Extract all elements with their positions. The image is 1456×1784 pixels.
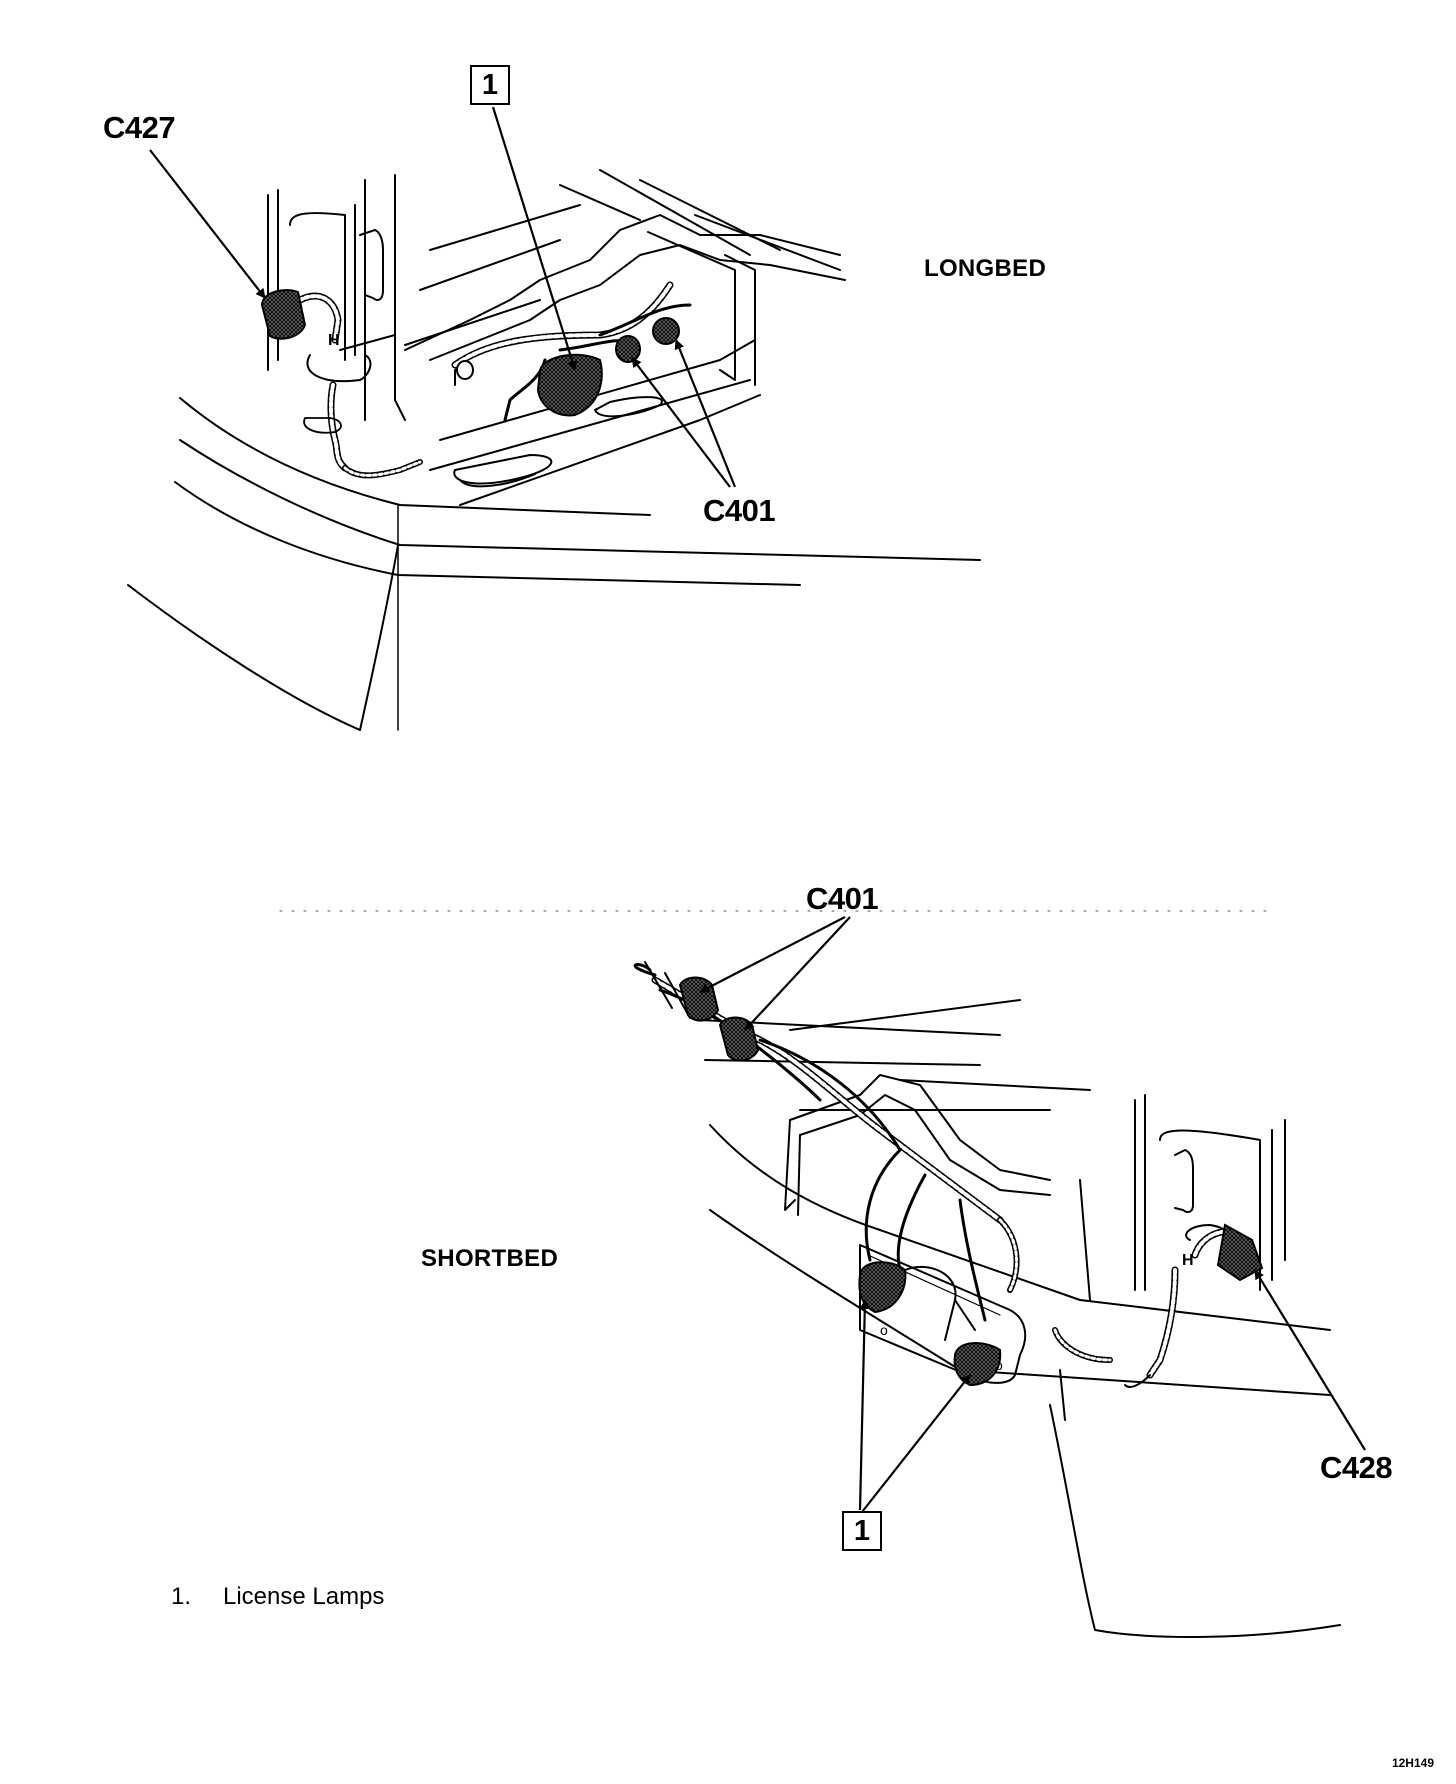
connector-label-c427: C427	[103, 110, 176, 145]
svg-text:o: o	[880, 1322, 888, 1338]
connector-label-c428: C428	[1320, 1450, 1393, 1485]
shortbed-leaders	[699, 916, 1366, 1513]
connector-label-c401-shortbed: C401	[806, 881, 879, 916]
svg-text:H: H	[1182, 1252, 1194, 1269]
callout-box-license-lamps-top: 1	[470, 65, 510, 105]
longbed-illustration: H	[127, 169, 981, 731]
connector-label-c401-longbed: C401	[703, 493, 776, 528]
figure-reference-code: 12H149	[1391, 1756, 1434, 1770]
legend: 1. License Lamps	[171, 1583, 384, 1611]
shortbed-illustration: o o H	[279, 910, 1341, 1638]
longbed-label: LONGBED	[924, 255, 1047, 282]
shortbed-label: SHORTBED	[421, 1245, 559, 1272]
longbed-leaders	[149, 106, 737, 488]
callout-box-license-lamps-bottom: 1	[842, 1511, 882, 1551]
legend-item-number: 1.	[171, 1583, 192, 1610]
svg-text:H: H	[328, 332, 340, 349]
legend-item-text: License Lamps	[223, 1583, 385, 1610]
longbed-connectors	[260, 289, 680, 417]
